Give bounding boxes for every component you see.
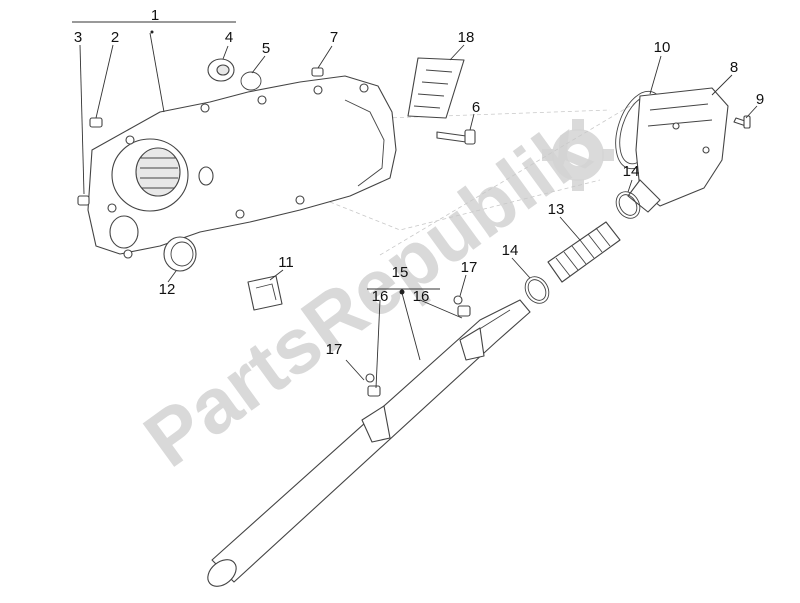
corrugated-hose xyxy=(547,221,621,283)
callout-5: 5 xyxy=(262,40,270,57)
callout-10: 10 xyxy=(654,39,671,56)
callout-17-upper: 17 xyxy=(461,259,478,276)
callout-6: 6 xyxy=(472,99,480,116)
screw xyxy=(733,115,751,129)
watermark-gear-icon xyxy=(542,119,614,191)
transmission-cover xyxy=(87,75,397,259)
callout-13: 13 xyxy=(548,201,565,218)
retaining-clip xyxy=(247,275,283,311)
hose-clamp-upper xyxy=(615,191,641,219)
bearing xyxy=(207,58,235,82)
screw-17-lower xyxy=(365,373,381,397)
air-box-cover xyxy=(627,87,729,213)
callouts: 1 2 3 4 5 6 7 8 9 10 11 12 13 14 14 15 1… xyxy=(74,7,764,358)
callout-3: 3 xyxy=(74,29,82,46)
callout-2: 2 xyxy=(111,29,119,46)
callout-12: 12 xyxy=(159,281,176,298)
dowel-pin-7 xyxy=(311,67,324,77)
callout-8: 8 xyxy=(730,59,738,76)
decal-sheet xyxy=(407,57,465,119)
leader-lines xyxy=(72,21,758,389)
callout-14-lower: 14 xyxy=(502,242,519,259)
callout-14-upper: 14 xyxy=(623,163,640,180)
dowel-pin-3 xyxy=(77,195,90,206)
circlip xyxy=(240,71,262,91)
intake-duct xyxy=(207,299,531,587)
callout-4: 4 xyxy=(225,29,233,46)
callout-9: 9 xyxy=(756,91,764,108)
callout-18: 18 xyxy=(458,29,475,46)
rubber-plug xyxy=(163,236,197,272)
callout-16-right: 16 xyxy=(413,288,430,305)
bolt xyxy=(436,129,476,145)
callout-1: 1 xyxy=(151,7,159,24)
screw-17-upper xyxy=(453,295,471,317)
dowel-pin-2 xyxy=(89,117,103,128)
callout-16-left: 16 xyxy=(372,288,389,305)
hose-clamp-lower xyxy=(524,276,550,304)
callout-17-lower: 17 xyxy=(326,341,343,358)
callout-15: 15 xyxy=(392,264,409,281)
callout-7: 7 xyxy=(330,29,338,46)
callout-11: 11 xyxy=(278,254,294,271)
